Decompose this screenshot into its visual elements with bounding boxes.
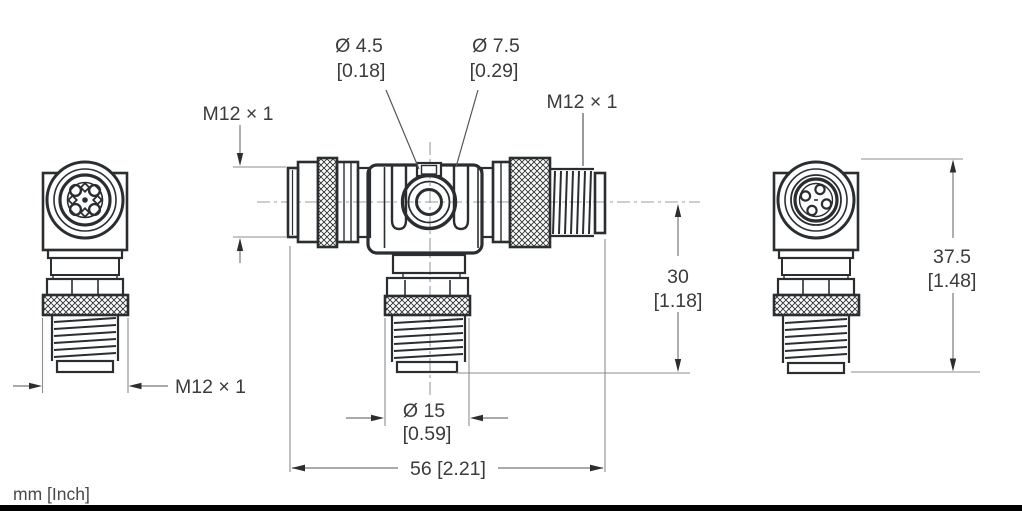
- center-view-body: [366, 161, 484, 255]
- right-view-thread: [781, 315, 851, 363]
- left-view-thread-cap: [55, 359, 115, 374]
- hole-large-inch-label: [0.29]: [470, 60, 519, 82]
- left-connector-view: [41, 160, 130, 374]
- hole-small-inch-label: [0.18]: [337, 60, 386, 82]
- overall-length-dimension: 56 [2.21]: [289, 239, 606, 480]
- center-connector-view: [257, 142, 700, 396]
- right-view-pins: [799, 183, 833, 217]
- left-port-thread-label: M12 × 1: [202, 103, 273, 125]
- center-view-male-thread: [550, 167, 594, 238]
- drop-height-mm-label: 30: [667, 266, 689, 288]
- units-note: mm [Inch]: [13, 484, 90, 504]
- overall-height-mm-label: 37.5: [933, 246, 971, 268]
- right-view-knurled-ring: [772, 293, 861, 317]
- stud-diameter-mm-label: Ø 15: [403, 400, 445, 422]
- footer-bar: [0, 505, 1022, 511]
- left-port-thread-dimension: M12 × 1: [202, 103, 286, 263]
- hole-dimension-labels: Ø 4.5 [0.18] Ø 7.5 [0.29] M12 × 1: [335, 35, 617, 113]
- center-boss-holes: [400, 173, 458, 231]
- hole-small-mm-label: Ø 4.5: [335, 35, 383, 57]
- right-view-thread-cap: [786, 361, 846, 375]
- right-port-thread-label: M12 × 1: [546, 91, 617, 113]
- left-view-hex-nut: [45, 277, 125, 297]
- overall-height-inch-label: [1.48]: [928, 270, 977, 292]
- drop-height-inch-label: [1.18]: [654, 290, 703, 312]
- right-view-face: [776, 160, 856, 240]
- leader-hole-large: [455, 89, 479, 168]
- left-view-thread-dimension: M12 × 1: [13, 318, 246, 398]
- leader-lines: [385, 89, 584, 170]
- left-view-knurled-ring: [41, 293, 130, 317]
- left-view-neck: [50, 257, 120, 276]
- right-connector-view: [772, 160, 861, 375]
- center-view-male-cap: [593, 171, 607, 235]
- left-view-thread-label: M12 × 1: [175, 376, 246, 398]
- leader-hole-small: [385, 89, 420, 170]
- drop-height-dimension: 30 [1.18]: [456, 204, 703, 374]
- right-view-neck: [781, 257, 851, 276]
- left-view-thread: [50, 315, 120, 361]
- hole-large-mm-label: Ø 7.5: [472, 35, 520, 57]
- center-view-right-coupling: [480, 156, 607, 249]
- stud-diameter-dimension: Ø 15 [0.59]: [346, 318, 508, 445]
- center-view-left-coupling: [286, 156, 372, 249]
- overall-length-label: 56 [2.21]: [410, 458, 486, 480]
- overall-height-dimension: 37.5 [1.48]: [851, 158, 980, 373]
- center-view-bottom-stud: [383, 253, 472, 374]
- left-view-socket-holes: [66, 181, 104, 219]
- body-left-slot: [390, 166, 408, 231]
- left-view-face: [45, 160, 125, 240]
- right-view-hex-nut: [776, 277, 856, 297]
- stud-diameter-inch-label: [0.59]: [403, 423, 452, 445]
- body-right-slot: [452, 166, 470, 231]
